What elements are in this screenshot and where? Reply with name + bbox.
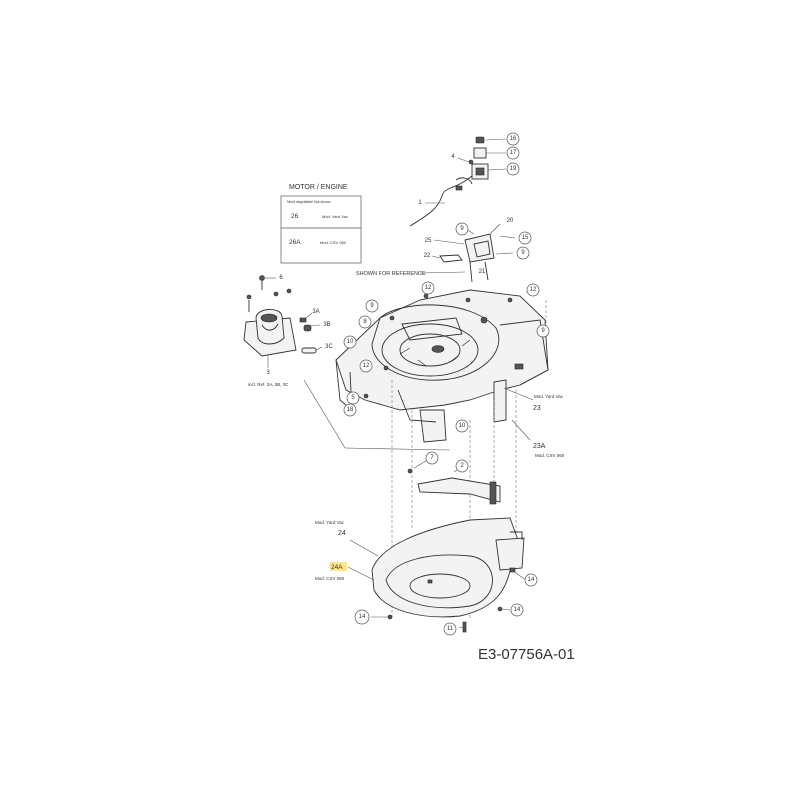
callout-number: 15 (522, 235, 529, 241)
bottom-housing (347, 387, 534, 633)
note-23: 23 (533, 405, 541, 412)
callout-number: 7 (430, 455, 434, 461)
callout-number: 12 (363, 363, 370, 369)
callout-number: 14 (528, 577, 535, 583)
callout-number: 5 (351, 395, 355, 401)
callout-number: 20 (507, 218, 514, 224)
reference-label: SHOWN FOR REFERENCE (356, 271, 426, 277)
legend-title: MOTOR / ENGINE (289, 184, 348, 191)
callout-number: 9 (541, 328, 545, 334)
callout-number: 14 (514, 607, 521, 613)
callout-number: 11 (447, 626, 454, 632)
callout-number: 12 (530, 287, 537, 293)
bracket-assembly (431, 223, 516, 283)
callout-number: 3A (312, 309, 319, 315)
callout-number: 14 (359, 614, 366, 620)
legend-box: MOTOR / ENGINE Nicht abgebildet/ Not sho… (280, 184, 362, 264)
callout-number: 3C (325, 344, 333, 350)
note-ref3: incl. Ref. 3A, 3B, 3C (248, 382, 289, 387)
callout-number: 22 (424, 253, 431, 259)
note-23-model: Mod. Yard Vac (534, 394, 564, 399)
legend-row-ref: 26A (289, 239, 301, 246)
legend-subtitle: Nicht abgebildet/ Not shown (287, 200, 331, 204)
callout-number: 19 (510, 166, 517, 172)
legend-row-desc: Mod. Yard Vac (322, 214, 348, 219)
callout-number: 3B (323, 322, 330, 328)
note-24-model: Mod. Yard Vac (315, 520, 345, 525)
callout-number: 21 (479, 269, 486, 275)
callout-number: 17 (510, 150, 517, 156)
callout-number: 3 (266, 370, 270, 376)
callouts: 16 17 19 4 1 9 20 15 25 9 22 21 6 3A 3B … (266, 132, 550, 636)
highlight-24a (330, 562, 347, 571)
callout-number: 10 (459, 423, 466, 429)
note-24: 24 (338, 530, 346, 537)
callout-number: 8 (363, 319, 367, 325)
callout-number: 9 (460, 226, 464, 232)
callout-number: 6 (279, 275, 283, 281)
switch-assembly (409, 136, 507, 227)
deck-housing (335, 289, 549, 443)
legend-row-ref: 26 (291, 213, 299, 220)
callout-number: 12 (425, 285, 432, 291)
notes: incl. Ref. 3A, 3B, 3C Mod. Yard Vac 23 2… (248, 382, 565, 581)
note-23a-model: Mod. CSV 060 (535, 453, 565, 458)
callout-number: 18 (347, 407, 354, 413)
callout-number: 4 (451, 154, 455, 160)
note-23a: 23A (533, 443, 546, 450)
drawing-number: E3-07756A-01 (478, 646, 575, 663)
callout-number: 1 (418, 200, 422, 206)
callout-number: 2 (460, 463, 464, 469)
callout-number: 16 (510, 136, 517, 142)
legend-row-desc: Mod. CSV 060 (320, 240, 347, 245)
bracket-part-2 (407, 460, 501, 505)
note-24a: 24A (331, 564, 343, 571)
motor-assembly (243, 275, 323, 368)
callout-number: 9 (370, 303, 374, 309)
callout-number: 25 (425, 238, 432, 244)
callout-number: 10 (347, 339, 354, 345)
callout-number: 9 (521, 250, 525, 256)
note-24a-model: Mod. CSV 060 (315, 576, 345, 581)
